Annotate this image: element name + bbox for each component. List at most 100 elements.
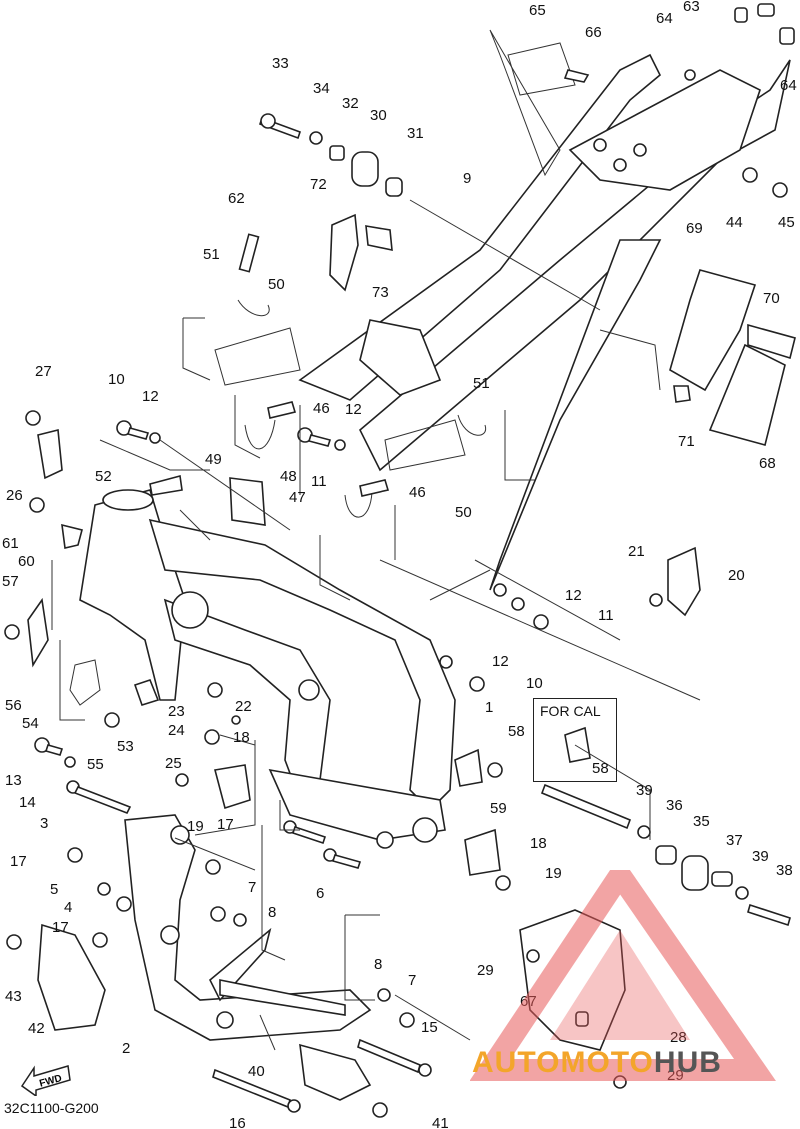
callout-37: 37 — [726, 832, 743, 849]
callout-55: 55 — [87, 756, 104, 773]
callout-62: 62 — [228, 190, 245, 207]
callout-12-upper: 12 — [142, 388, 159, 405]
callout-28: 28 — [670, 1029, 687, 1046]
callout-68: 68 — [759, 455, 776, 472]
callout-7-lower: 7 — [408, 972, 416, 989]
callout-26: 26 — [6, 487, 23, 504]
for-cal-inset: FOR CAL — [533, 698, 617, 782]
callout-42: 42 — [28, 1020, 45, 1037]
callout-64-right: 64 — [780, 77, 797, 94]
callout-9: 9 — [463, 170, 471, 187]
fwd-arrow-icon: FWD — [20, 1065, 71, 1096]
callout-10-upper: 10 — [108, 371, 125, 388]
callout-45: 45 — [778, 214, 795, 231]
callout-66: 66 — [585, 24, 602, 41]
callout-5: 5 — [50, 881, 58, 898]
callout-3: 3 — [40, 815, 48, 832]
callout-12-right: 12 — [565, 587, 582, 604]
callout-61: 61 — [2, 535, 19, 552]
callout-13: 13 — [5, 772, 22, 789]
callout-51-left: 51 — [203, 246, 220, 263]
callout-19-left: 19 — [187, 818, 204, 835]
callout-48: 48 — [280, 468, 297, 485]
callout-11-upper: 11 — [311, 473, 327, 490]
callout-32: 32 — [342, 95, 359, 112]
callout-23: 23 — [168, 703, 185, 720]
callout-50-right: 50 — [455, 504, 472, 521]
callout-30: 30 — [370, 107, 387, 124]
callout-36: 36 — [666, 797, 683, 814]
callout-12-center: 12 — [345, 401, 362, 418]
callout-47: 47 — [289, 489, 306, 506]
callout-18-left: 18 — [233, 729, 250, 746]
callout-54: 54 — [22, 715, 39, 732]
callout-1: 1 — [485, 699, 493, 716]
callout-46-lower: 46 — [409, 484, 426, 501]
callout-57: 57 — [2, 573, 19, 590]
callout-40: 40 — [248, 1063, 265, 1080]
callout-39-upper: 39 — [636, 782, 653, 799]
callout-11-right: 11 — [598, 607, 614, 624]
callout-38: 38 — [776, 862, 793, 879]
watermark-text: AUTOMOTOHUB — [472, 1046, 722, 1080]
callout-72: 72 — [310, 176, 327, 193]
callout-19-right: 19 — [545, 865, 562, 882]
callout-6: 6 — [316, 885, 324, 902]
callout-16: 16 — [229, 1115, 246, 1129]
callout-41: 41 — [432, 1115, 449, 1129]
callout-39-right: 39 — [752, 848, 769, 865]
callout-70: 70 — [763, 290, 780, 307]
leader-lines — [51, 29, 701, 1051]
callout-18-right: 18 — [530, 835, 547, 852]
callout-59: 59 — [490, 800, 507, 817]
callout-53: 53 — [117, 738, 134, 755]
callout-27: 27 — [35, 363, 52, 380]
callout-8-upper: 8 — [268, 904, 276, 921]
callout-64-left: 64 — [656, 10, 673, 27]
callout-58-box: 58 — [592, 760, 609, 777]
callout-17-lower: 17 — [52, 919, 69, 936]
drawing-code: 32C1100-G200 — [4, 1100, 99, 1116]
callout-34: 34 — [313, 80, 330, 97]
callout-25: 25 — [165, 755, 182, 772]
callout-14: 14 — [19, 794, 36, 811]
lower-cradle — [124, 814, 372, 1041]
callout-4: 4 — [64, 899, 72, 916]
callout-44: 44 — [726, 214, 743, 231]
rear-subframe — [298, 53, 791, 597]
callout-31: 31 — [407, 125, 424, 142]
callout-58-left: 58 — [508, 723, 525, 740]
callout-52: 52 — [95, 468, 112, 485]
callout-71: 71 — [678, 433, 695, 450]
callout-46-upper: 46 — [313, 400, 330, 417]
callout-35: 35 — [693, 813, 710, 830]
callout-69: 69 — [686, 220, 703, 237]
callout-29-upper: 29 — [477, 962, 494, 979]
callout-73: 73 — [372, 284, 389, 301]
callout-15: 15 — [421, 1019, 438, 1036]
callout-22: 22 — [235, 698, 252, 715]
callout-43: 43 — [5, 988, 22, 1005]
watermark-auto: AUTOMOTO — [472, 1046, 654, 1079]
callout-10-mid: 10 — [526, 675, 543, 692]
callout-67: 67 — [520, 993, 537, 1010]
callout-8-lower: 8 — [374, 956, 382, 973]
for-cal-label: FOR CAL — [540, 703, 601, 719]
callout-17-right: 17 — [217, 816, 234, 833]
callout-33: 33 — [272, 55, 289, 72]
callout-65: 65 — [529, 2, 546, 19]
callout-7-upper: 7 — [248, 879, 256, 896]
callout-12-mid: 12 — [492, 653, 509, 670]
callout-50-left: 50 — [268, 276, 285, 293]
main-frame — [79, 489, 456, 849]
callout-56: 56 — [5, 697, 22, 714]
callout-21: 21 — [628, 543, 645, 560]
callout-17-left: 17 — [10, 853, 27, 870]
callout-49: 49 — [205, 451, 222, 468]
callout-60: 60 — [18, 553, 35, 570]
callout-2: 2 — [122, 1040, 130, 1057]
callout-63: 63 — [683, 0, 700, 15]
callout-51-right: 51 — [473, 375, 490, 392]
callout-20: 20 — [728, 567, 745, 584]
